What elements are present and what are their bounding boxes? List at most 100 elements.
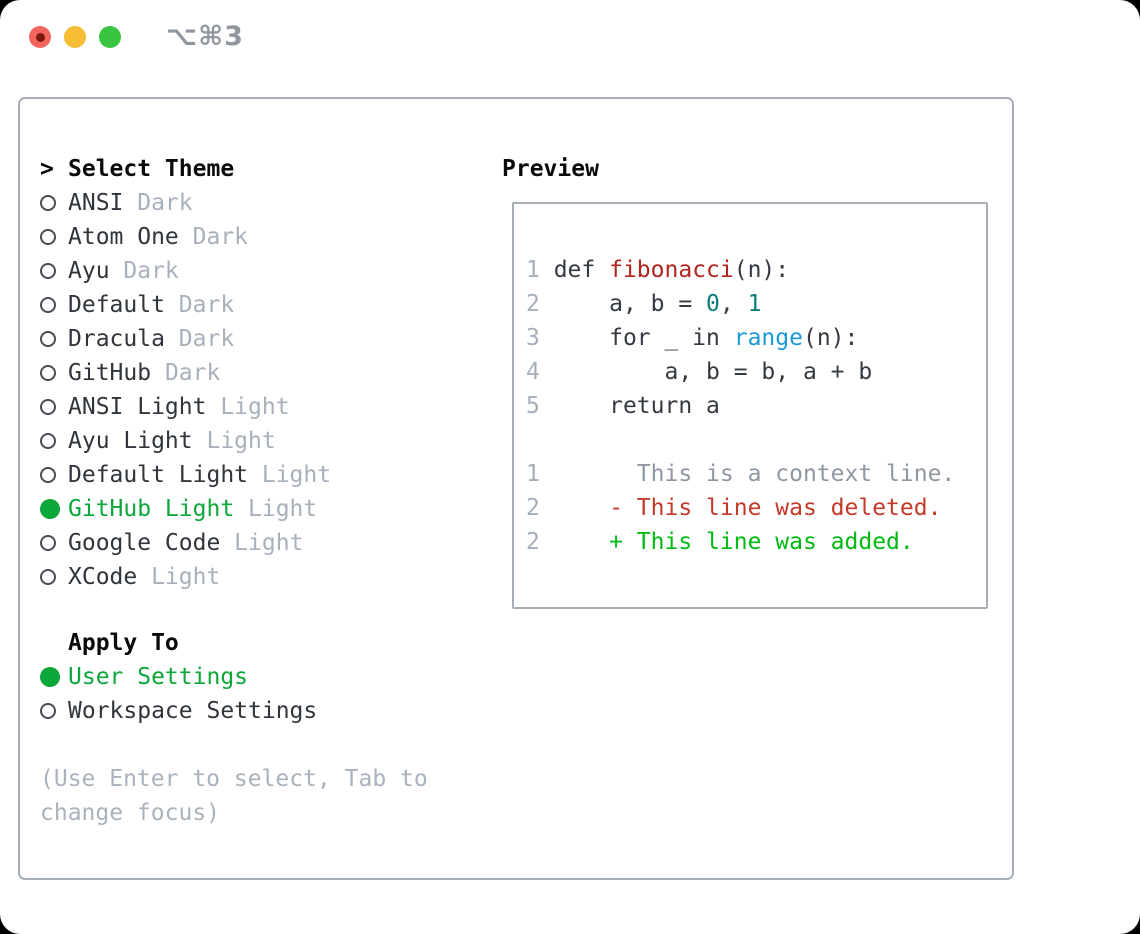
radio-icon (40, 535, 56, 551)
keyboard-shortcut-label: ⌥⌘3 (166, 21, 244, 52)
diff-text: + This line was added. (539, 529, 914, 555)
code-token-number: 1 (747, 291, 762, 317)
code-line: 2 a, b = 0, 1 (526, 287, 986, 321)
radio-selected-icon (40, 499, 60, 519)
radio-cell (40, 433, 68, 449)
prompt-caret-icon: > (40, 156, 54, 182)
line-number: 5 (526, 393, 540, 419)
radio-cell (40, 667, 68, 687)
close-button[interactable] (29, 26, 51, 48)
diff-line-added: 2 + This line was added. (526, 525, 986, 559)
code-token-function: fibonacci (609, 257, 734, 283)
theme-option-xcode[interactable]: XCode Light (40, 560, 331, 594)
line-number: 1 (526, 461, 540, 487)
radio-selected-icon (40, 667, 60, 687)
line-number: 1 (526, 257, 540, 283)
theme-option-ansi-light[interactable]: ANSI Light Light (40, 390, 331, 424)
theme-option-github[interactable]: GitHub Dark (40, 356, 331, 390)
theme-option-dracula[interactable]: Dracula Dark (40, 322, 331, 356)
theme-variant-label: Light (137, 564, 221, 590)
code-line: 1 def fibonacci(n): (526, 253, 986, 287)
radio-cell (40, 195, 68, 211)
radio-icon (40, 331, 56, 347)
theme-option-ayu-light[interactable]: Ayu Light Light (40, 424, 331, 458)
apply-to-header: Apply To (40, 626, 317, 660)
option-label: Default Light (68, 462, 249, 488)
option-label: Atom One (68, 224, 179, 250)
radio-cell (40, 569, 68, 585)
radio-cell (40, 229, 68, 245)
radio-cell (40, 399, 68, 415)
code-line: 5 return a (526, 389, 986, 423)
theme-variant-label: Dark (151, 360, 221, 386)
diff-line-context: 1 This is a context line. (526, 457, 986, 491)
option-label: Default (68, 292, 165, 318)
line-number: 2 (526, 291, 540, 317)
apply-option-user-settings[interactable]: User Settings (40, 660, 317, 694)
line-number: 4 (526, 359, 540, 385)
radio-cell (40, 499, 68, 519)
theme-option-ayu[interactable]: Ayu Dark (40, 254, 331, 288)
code-token-plain: a, b = (539, 291, 707, 317)
option-label: Google Code (68, 530, 221, 556)
radio-cell (40, 467, 68, 483)
code-token-plain: for _ in (539, 325, 734, 351)
radio-cell (40, 703, 68, 719)
line-number: 2 (526, 495, 540, 521)
diff-line-deleted: 2 - This line was deleted. (526, 491, 986, 525)
theme-variant-label: Light (220, 530, 304, 556)
option-label: Ayu Light (68, 428, 193, 454)
radio-icon (40, 433, 56, 449)
option-label: XCode (68, 564, 138, 590)
option-label: Workspace Settings (68, 698, 318, 724)
theme-variant-label: Dark (109, 258, 179, 284)
option-label: ANSI Light (68, 394, 207, 420)
theme-option-github-light[interactable]: GitHub Light Light (40, 492, 331, 526)
radio-icon (40, 569, 56, 585)
option-label: GitHub (68, 360, 152, 386)
theme-variant-label: Dark (164, 292, 235, 318)
minimize-button[interactable] (64, 26, 86, 48)
radio-cell (40, 331, 68, 347)
radio-icon (40, 365, 56, 381)
blank-line (526, 423, 986, 457)
select-theme-title: Select Theme (68, 156, 235, 182)
code-line: 3 for _ in range(n): (526, 321, 986, 355)
radio-cell (40, 263, 68, 279)
theme-option-google-code[interactable]: Google Code Light (40, 526, 331, 560)
code-token-plain: def (539, 257, 610, 283)
theme-option-default[interactable]: Default Dark (40, 288, 331, 322)
diff-text: - This line was deleted. (539, 495, 942, 521)
diff-sample-block: 1 This is a context line.2 - This line w… (526, 457, 986, 559)
diff-text: This is a context line. (539, 461, 956, 487)
theme-option-ansi[interactable]: ANSI Dark (40, 186, 331, 220)
apply-option-workspace-settings[interactable]: Workspace Settings (40, 694, 317, 728)
radio-icon (40, 467, 56, 483)
theme-option-default-light[interactable]: Default Light Light (40, 458, 331, 492)
radio-icon (40, 263, 56, 279)
window-titlebar: ⌥⌘3 (0, 0, 1140, 76)
theme-variant-label: Light (234, 496, 318, 522)
zoom-button[interactable] (99, 26, 121, 48)
theme-option-atom-one[interactable]: Atom One Dark (40, 220, 331, 254)
option-label: ANSI (68, 190, 124, 216)
line-number: 3 (526, 325, 540, 351)
preview-title: Preview (502, 156, 599, 182)
option-label: Ayu (68, 258, 110, 284)
theme-variant-label: Light (248, 462, 332, 488)
code-token-plain: a, b = b, a + b (539, 359, 873, 385)
line-number: 2 (526, 529, 540, 555)
theme-variant-label: Dark (178, 224, 249, 250)
keyboard-hint-text: (Use Enter to select, Tab to change focu… (40, 766, 428, 826)
radio-icon (40, 399, 56, 415)
option-label: GitHub Light (68, 496, 235, 522)
radio-cell (40, 535, 68, 551)
code-token-plain: (n): (733, 257, 790, 283)
